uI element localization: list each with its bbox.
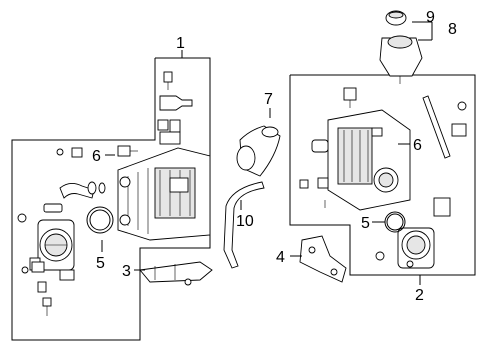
- intake-assembly-left: [117, 147, 211, 241]
- callout-6-left: 6: [92, 148, 101, 165]
- throttle-body-left: [29, 219, 75, 281]
- callout-6-right: 6: [413, 137, 422, 154]
- callout-4: 4: [276, 249, 285, 266]
- intake-assembly-right: [311, 109, 411, 211]
- callout-7: 7: [264, 91, 273, 108]
- callout-1: 1: [176, 35, 185, 52]
- left-small-parts: [17, 203, 63, 316]
- group-1-bracket: [11, 50, 211, 341]
- bracket-part-3: [139, 261, 213, 286]
- group-2-bracket: [289, 74, 476, 285]
- callout-10: 10: [236, 213, 254, 230]
- reservoir-part-8: [379, 35, 423, 84]
- callout-5-left: 5: [96, 255, 105, 272]
- callout-8: 8: [448, 21, 457, 38]
- right-small-parts: [299, 87, 467, 208]
- gasket-right: [384, 211, 406, 233]
- leader-lines: [101, 21, 433, 271]
- callout-5-right: 5: [361, 215, 370, 232]
- pipe-part-10: [223, 181, 265, 269]
- box1-top-parts: [157, 71, 193, 145]
- hose-left: [59, 181, 106, 199]
- throttle-body-right: [375, 197, 451, 269]
- cap-part-9: [385, 10, 407, 26]
- hose-part-7: [236, 125, 281, 177]
- callout-3: 3: [122, 263, 131, 280]
- callout-9: 9: [426, 9, 435, 26]
- callout-2: 2: [415, 287, 424, 304]
- gasket-left: [86, 206, 114, 234]
- bracket-part-4: [299, 235, 347, 283]
- sensor-left: [56, 145, 138, 158]
